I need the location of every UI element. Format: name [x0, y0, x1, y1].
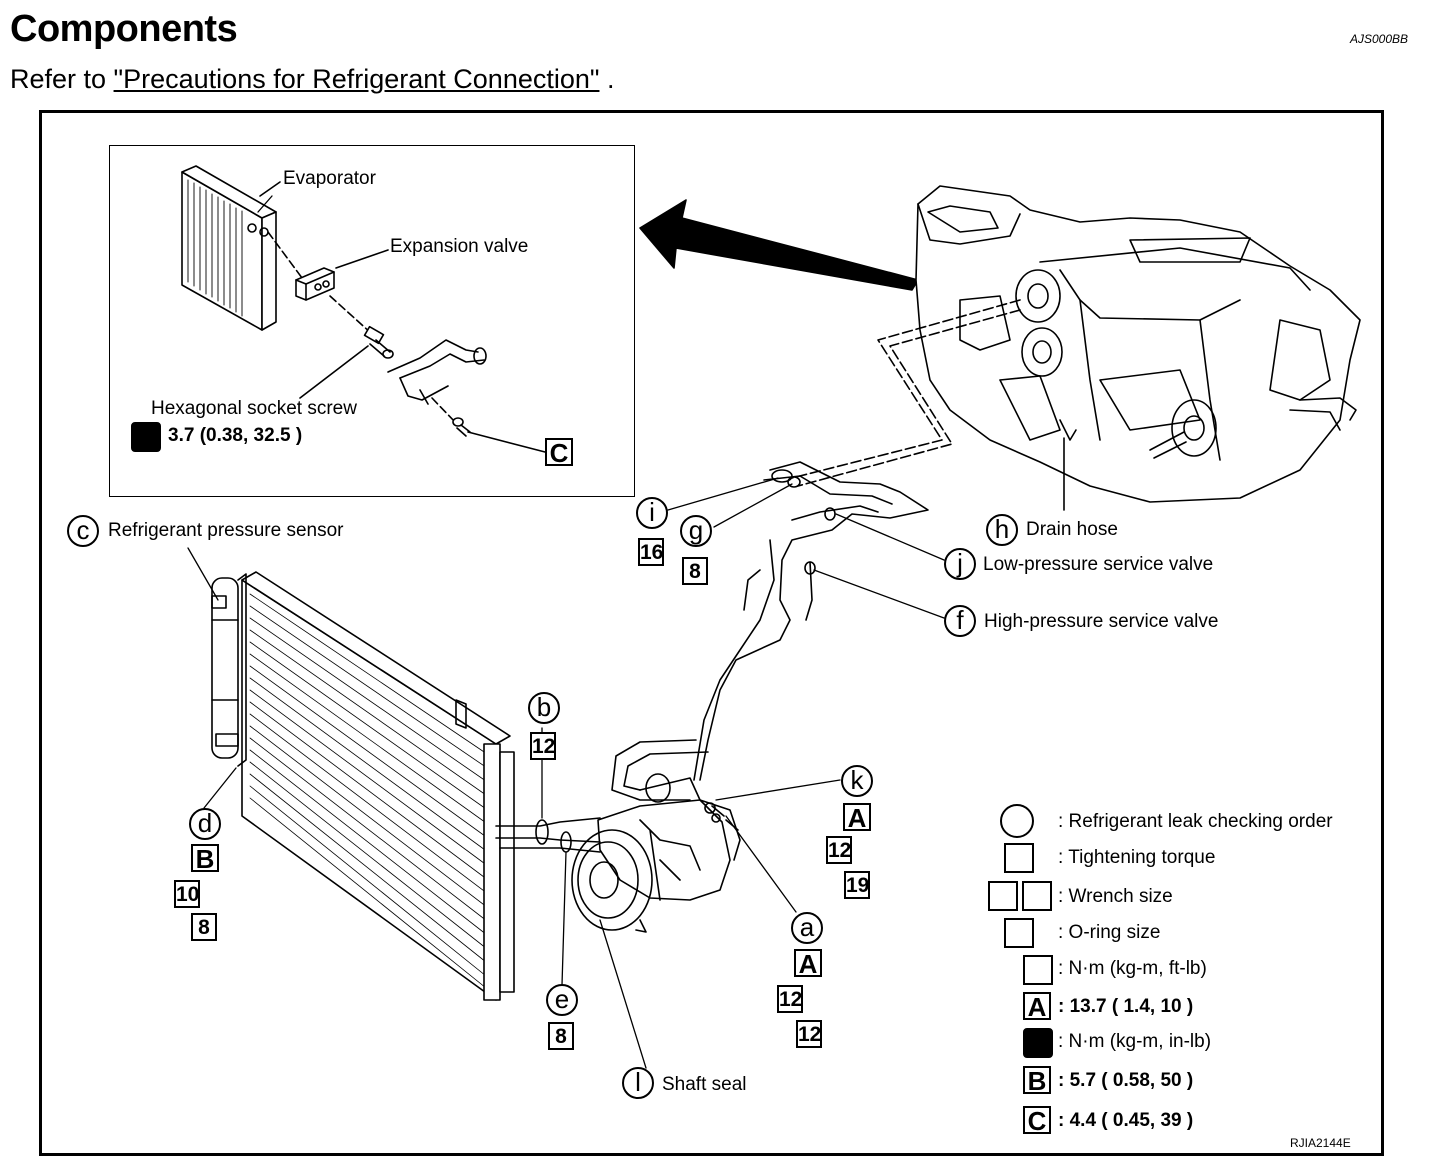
legend-square-icon [1004, 843, 1034, 873]
legend-c-value: : 4.4 ( 0.45, 39 ) [1058, 1110, 1194, 1131]
hex-screw-illustration [363, 325, 394, 359]
direction-arrow [639, 199, 919, 291]
legend-circle-icon [1000, 804, 1034, 838]
legend-nm-inlb: : N·m (kg-m, in-lb) [1058, 1031, 1212, 1052]
expansion-valve-illustration [295, 267, 335, 301]
refer-suffix: . [599, 64, 615, 94]
precautions-link[interactable]: "Precautions for Refrigerant Connection" [113, 64, 600, 94]
callout-f: f [944, 605, 976, 637]
callout-e: e [546, 984, 578, 1016]
diagram-frame [39, 110, 1384, 1156]
bolt-illustration [452, 417, 471, 437]
hex-screw-label: Hexagonal socket screw [151, 398, 357, 419]
condenser-illustration [211, 571, 515, 1001]
drain-hose-label: Drain hose [1026, 519, 1118, 540]
hex-screw-torque: 3.7 (0.38, 32.5 ) [168, 425, 303, 446]
refrigerant-piping [611, 461, 929, 861]
legend-wrench: : Wrench size [1058, 886, 1173, 907]
box-k-wrench: 12 [826, 836, 852, 864]
refrigerant-pressure-sensor-label: Refrigerant pressure sensor [108, 520, 344, 541]
box-k-oring: 19 [844, 871, 870, 899]
evaporator-illustration [181, 165, 277, 331]
leader-lines [187, 195, 945, 1069]
box-k-torque: A [843, 803, 871, 831]
box-i-oring: 16 [638, 538, 664, 566]
box-d-torque: B [191, 844, 219, 872]
expansion-valve-label: Expansion valve [390, 236, 529, 257]
refer-prefix: Refer to [10, 64, 114, 94]
figure-code: RJIA2144E [1290, 1136, 1351, 1150]
box-a-torque: A [794, 949, 822, 977]
callout-i: i [636, 497, 668, 529]
legend-square-icon [988, 881, 1018, 911]
legend-oring: : O-ring size [1058, 922, 1161, 943]
legend-nm-ftlb: : N·m (kg-m, ft-lb) [1058, 958, 1207, 979]
hvac-unit-illustration [915, 185, 1361, 511]
shaft-seal-label: Shaft seal [662, 1074, 747, 1095]
callout-h: h [986, 514, 1018, 546]
compressor-illustration [571, 799, 731, 933]
callout-k: k [841, 765, 873, 797]
legend-b-value: : 5.7 ( 0.58, 50 ) [1058, 1070, 1194, 1091]
box-a-wrench: 12 [777, 985, 803, 1013]
legend-box-c: C [1023, 1106, 1051, 1134]
page-title: Components [10, 8, 238, 50]
torque-wrench-inlb-icon [131, 422, 161, 452]
legend-square-icon [1004, 918, 1034, 948]
callout-g: g [680, 515, 712, 547]
refer-line: Refer to "Precautions for Refrigerant Co… [10, 64, 614, 95]
box-a-oring: 12 [796, 1020, 822, 1048]
legend-leak-order: : Refrigerant leak checking order [1058, 811, 1333, 832]
callout-b: b [528, 692, 560, 724]
box-c-inset: C [545, 438, 573, 466]
box-d-oring: 8 [191, 913, 217, 941]
box-b-oring: 12 [530, 732, 556, 760]
callout-j: j [944, 548, 976, 580]
legend-a-value: : 13.7 ( 1.4, 10 ) [1058, 996, 1194, 1017]
evaporator-label: Evaporator [283, 168, 376, 189]
low-pressure-valve-label: Low-pressure service valve [983, 554, 1214, 575]
legend-square-icon [1022, 881, 1052, 911]
callout-a: a [791, 912, 823, 944]
callout-l: l [622, 1067, 654, 1099]
box-e-oring: 8 [548, 1022, 574, 1050]
legend-box-b: B [1023, 1066, 1051, 1094]
callout-d: d [189, 808, 221, 840]
callout-c: c [67, 515, 99, 547]
box-d-wrench: 10 [174, 880, 200, 908]
discharge-piping [495, 817, 601, 853]
legend-box-a: A [1023, 992, 1051, 1020]
high-pressure-valve-label: High-pressure service valve [984, 611, 1219, 632]
legend-tightening: : Tightening torque [1058, 847, 1216, 868]
torque-wrench-inlb-icon [1023, 1028, 1053, 1058]
torque-wrench-ftlb-icon [1023, 955, 1053, 985]
box-g-oring: 8 [682, 557, 708, 585]
inset-frame [109, 145, 635, 497]
document-code: AJS000BB [1350, 32, 1409, 46]
